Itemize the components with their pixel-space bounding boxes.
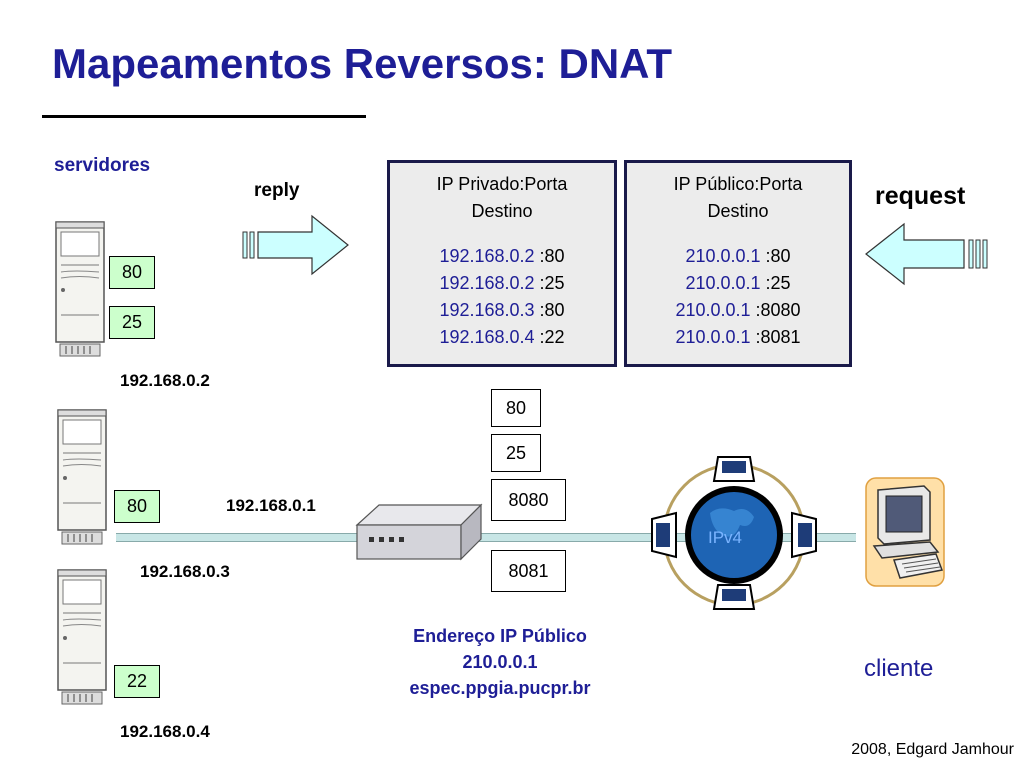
public-address-title: Endereço IP Público	[413, 626, 587, 646]
public-row-ip: 210.0.0.1	[675, 300, 751, 320]
server3-port-22: 22	[114, 665, 160, 698]
public-mapping-table: IP Público:Porta Destino 210.0.0.1 :80 2…	[624, 160, 852, 367]
private-row-port: :22	[534, 327, 565, 347]
public-row-ip: 210.0.0.1	[675, 327, 751, 347]
public-row-port: :25	[760, 273, 791, 293]
public-row-port: :8081	[750, 327, 801, 347]
public-address-hostname: espec.ppgia.pucpr.br	[409, 678, 591, 698]
cliente-label: cliente	[864, 655, 934, 682]
private-header-line2: Destino	[471, 201, 533, 221]
public-port-8081: 8081	[491, 550, 566, 592]
public-row-port: :80	[760, 246, 791, 266]
private-row: 192.168.0.2 :25	[390, 270, 614, 297]
reply-arrow-icon	[242, 214, 349, 276]
public-row: 210.0.0.1 :8081	[627, 324, 849, 351]
server2-port-80: 80	[114, 490, 160, 523]
reply-label: reply	[254, 180, 300, 201]
private-table-header: IP Privado:Porta Destino	[390, 171, 614, 225]
private-row-ip: 192.168.0.2	[439, 273, 535, 293]
public-table-header: IP Público:Porta Destino	[627, 171, 849, 225]
public-address-ip: 210.0.0.1	[462, 652, 538, 672]
server3-ip: 192.168.0.4	[120, 722, 210, 741]
ipv4-network-icon	[651, 456, 817, 610]
title-underline	[42, 115, 366, 118]
public-row: 210.0.0.1 :8080	[627, 297, 849, 324]
public-row-port: :8080	[750, 300, 801, 320]
public-port-25: 25	[491, 434, 541, 472]
private-row: 192.168.0.4 :22	[390, 324, 614, 351]
page-title: Mapeamentos Reversos: DNAT	[52, 40, 673, 87]
router-icon	[355, 503, 483, 561]
private-row: 192.168.0.2 :80	[390, 243, 614, 270]
private-row-port: :80	[534, 246, 565, 266]
router-ip: 192.168.0.1	[226, 496, 316, 515]
network-line	[116, 533, 856, 542]
private-row-port: :80	[534, 300, 565, 320]
ipv4-label: IPv4	[708, 528, 743, 547]
servidores-label: servidores	[54, 155, 151, 176]
request-arrow-icon	[865, 222, 988, 286]
client-computer-icon	[865, 477, 945, 587]
server-icon	[57, 409, 107, 545]
private-row-ip: 192.168.0.2	[439, 246, 535, 266]
footer-credit: 2008, Edgard Jamhour	[851, 741, 1014, 758]
public-row-ip: 210.0.0.1	[685, 273, 761, 293]
private-row: 192.168.0.3 :80	[390, 297, 614, 324]
server-icon	[55, 221, 105, 357]
server1-port-80: 80	[109, 256, 155, 289]
server1-port-25: 25	[109, 306, 155, 339]
public-address-block: Endereço IP Público 210.0.0.1 espec.ppgi…	[360, 623, 640, 701]
public-row: 210.0.0.1 :80	[627, 243, 849, 270]
public-port-8080: 8080	[491, 479, 566, 521]
private-header-line1: IP Privado:Porta	[436, 174, 568, 194]
request-label: request	[875, 182, 966, 210]
public-port-80: 80	[491, 389, 541, 427]
public-row: 210.0.0.1 :25	[627, 270, 849, 297]
public-header-line2: Destino	[707, 201, 769, 221]
public-header-line1: IP Público:Porta	[673, 174, 803, 194]
private-row-ip: 192.168.0.3	[439, 300, 535, 320]
private-row-ip: 192.168.0.4	[439, 327, 535, 347]
private-row-port: :25	[534, 273, 565, 293]
private-mapping-table: IP Privado:Porta Destino 192.168.0.2 :80…	[387, 160, 617, 367]
server-icon	[57, 569, 107, 705]
server2-ip: 192.168.0.3	[140, 562, 230, 581]
server1-ip: 192.168.0.2	[120, 371, 210, 390]
public-row-ip: 210.0.0.1	[685, 246, 761, 266]
